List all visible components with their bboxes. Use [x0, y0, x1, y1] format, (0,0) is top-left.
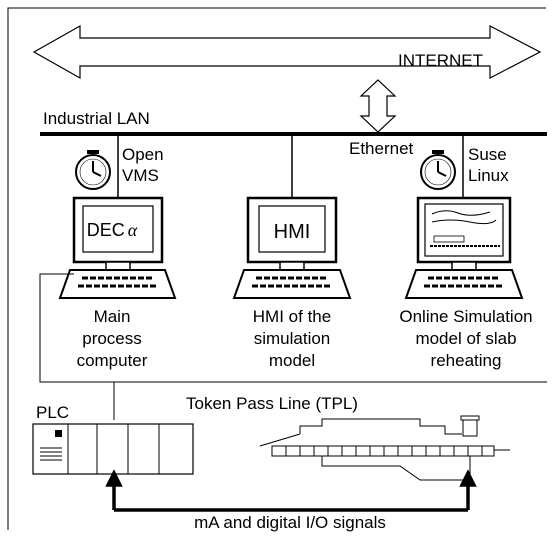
- main-computer-line2: process: [82, 329, 142, 348]
- main-computer-line1: Main: [94, 307, 131, 326]
- hmi-caption-line2: simulation: [254, 329, 331, 348]
- hmi-screen-text: HMI: [274, 221, 311, 243]
- clock-icon: [75, 150, 111, 190]
- token-pass-line-label: Token Pass Line (TPL): [186, 394, 358, 413]
- hmi-caption-line3: model: [269, 351, 315, 370]
- clock-icon: [420, 150, 456, 190]
- token-pass-line: [39, 273, 547, 383]
- internet-label: INTERNET: [398, 51, 483, 70]
- main-computer-line3: computer: [77, 351, 148, 370]
- hmi-caption-line1: HMI of the: [253, 307, 331, 326]
- os-left-line1: Open: [122, 145, 164, 164]
- plc-label: PLC: [36, 403, 69, 422]
- os-left-line2: VMS: [122, 166, 159, 185]
- furnace-icon: [259, 415, 510, 481]
- plc-rack-icon: [32, 423, 194, 475]
- internet-arrow-icon: [32, 24, 542, 80]
- online-sim-line2: model of slab: [415, 329, 516, 348]
- os-right-line2: Linux: [468, 166, 509, 185]
- computer-icon: [232, 196, 352, 299]
- os-right-line1: Suse: [468, 145, 507, 164]
- computer-icon: [58, 196, 177, 299]
- signals-label: mA and digital I/O signals: [194, 513, 386, 532]
- double-arrow-icon: [359, 79, 397, 133]
- frame-border: [7, 7, 546, 530]
- industrial-lan-label: Industrial LAN: [43, 109, 150, 128]
- online-sim-line1: Online Simulation: [399, 307, 532, 326]
- ethernet-label: Ethernet: [349, 139, 414, 158]
- online-sim-line3: reheating: [431, 351, 502, 370]
- computer-icon: [404, 196, 524, 299]
